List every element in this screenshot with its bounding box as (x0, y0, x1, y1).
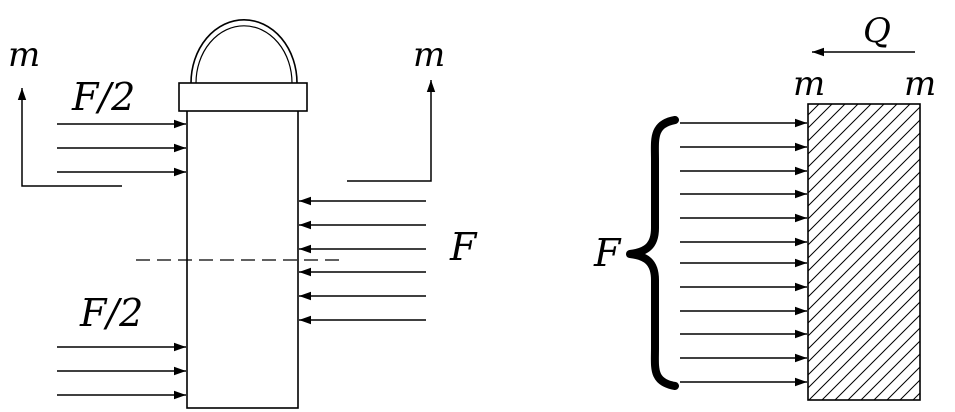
section-indicator-left (17, 88, 122, 187)
right-figure: Q m m F (593, 11, 936, 401)
top-left-force-arrows (57, 119, 186, 177)
section-label-m-left: m (793, 64, 825, 104)
distributed-force-label: F (593, 231, 622, 275)
distributed-force-arrows (680, 118, 807, 387)
section-label-m-right: m (904, 64, 936, 104)
curly-brace (626, 116, 679, 390)
column-body (186, 109, 299, 409)
left-figure: m m F/2 F/2 F (8, 19, 478, 409)
right-force-label: F (449, 225, 478, 269)
right-force-arrows (299, 196, 426, 325)
shear-label: Q (863, 11, 891, 51)
dome (190, 19, 298, 84)
section-indicator-right (347, 80, 436, 182)
top-force-label: F/2 (71, 75, 135, 119)
section-label-left: m (8, 35, 40, 75)
column-cap (178, 82, 308, 112)
bottom-left-force-arrows (57, 342, 186, 400)
bottom-force-label: F/2 (79, 291, 143, 335)
hatched-block (807, 103, 921, 401)
section-label-right: m (413, 35, 445, 75)
